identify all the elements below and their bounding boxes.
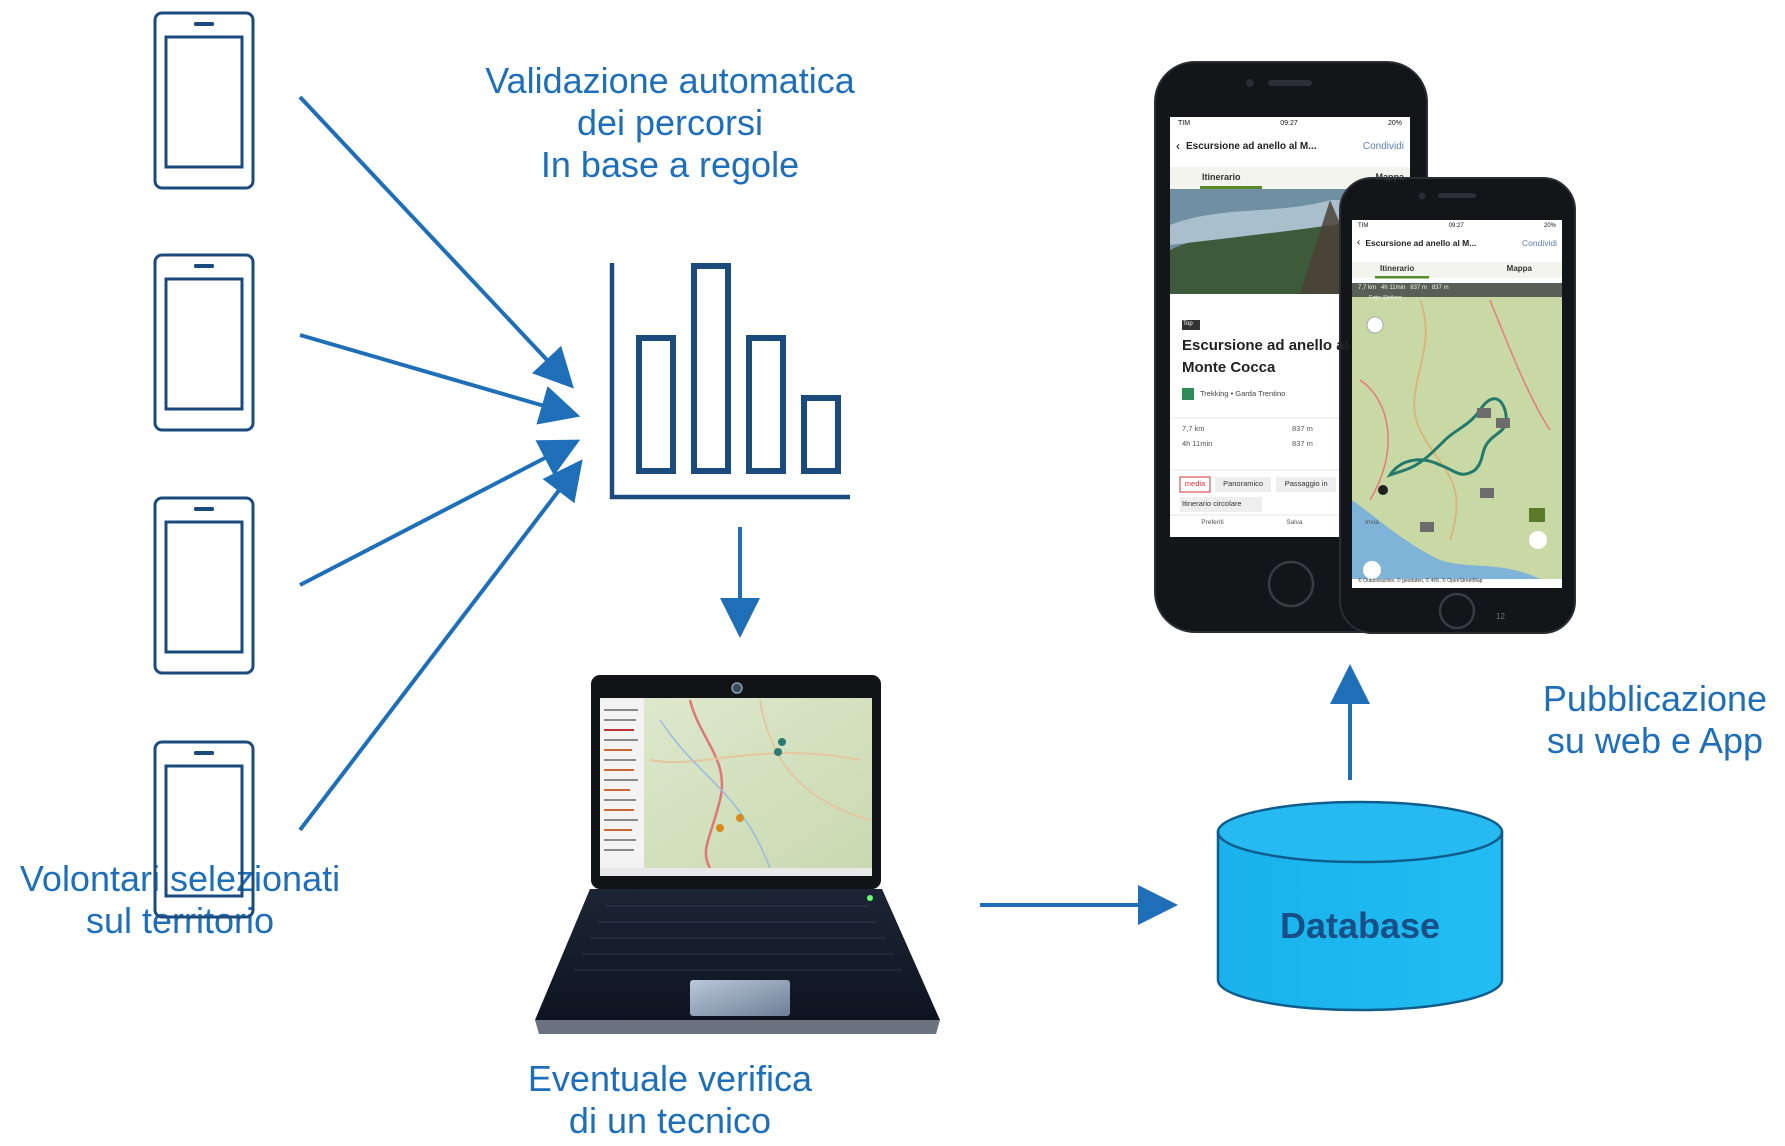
technician-label-line1: Eventuale verifica <box>527 1058 813 1099</box>
back-chevron-left-icon[interactable]: ‹ <box>1176 139 1180 153</box>
arrow-tablet4-to-chart <box>298 459 583 832</box>
front-status-time: 09:27 <box>1448 223 1464 229</box>
front-page-number: 12 <box>1496 612 1505 621</box>
front-status-carrier: TIM <box>1358 223 1369 229</box>
tablet-icon <box>153 496 255 675</box>
validation-label-line1: Validazione automatica <box>485 60 855 101</box>
technician-label-line2: di un tecnico <box>568 1100 772 1142</box>
database-icon <box>1216 800 1504 1012</box>
publication-label-line2: su web e App <box>1546 720 1764 762</box>
volunteers-label: Volontari selezionati sul territorio <box>0 858 360 942</box>
back-stat-time: 4h 11min <box>1182 439 1213 448</box>
front-phone-text: TIM 09:27 20% ‹ Escursione ad anello al … <box>1352 220 1562 588</box>
back-route-title-line1: Escursione ad anello al <box>1182 337 1349 354</box>
validation-label-line2: dei percorsi <box>576 102 764 144</box>
back-stat-descent: 837 m <box>1292 439 1313 448</box>
back-tab-itinerario[interactable]: Itinerario <box>1202 172 1241 182</box>
publication-label-line1: Pubblicazione <box>1542 678 1768 719</box>
database-label: Database <box>1279 905 1441 946</box>
front-status-battery: 20% <box>1543 223 1556 229</box>
laptop-icon <box>535 675 940 1034</box>
back-tag-media: media <box>1184 479 1206 488</box>
back-tag-passaggio: Passaggio in <box>1284 479 1328 488</box>
front-stats-bar: 7,7 km 4h 11min 837 m 837 m <box>1358 285 1449 291</box>
back-stat-ascent: 837 m <box>1292 424 1313 433</box>
front-tab-mappa[interactable]: Mappa <box>1506 264 1532 273</box>
back-photo-credit: Foto: Stefano <box>1368 295 1402 301</box>
front-chevron-left-icon[interactable]: ‹ <box>1357 237 1361 248</box>
arrow-tablet2-to-chart <box>299 333 581 425</box>
back-phone-text: TIM 09:27 20% ‹ Escursione ad anello al … <box>1170 117 1410 537</box>
back-status-battery: 20% <box>1387 120 1402 127</box>
publication-label: Pubblicazione su web e App <box>1510 678 1785 762</box>
front-tab-itinerario[interactable]: Itinerario <box>1380 264 1415 273</box>
tablet-icon <box>153 253 255 432</box>
back-nav-preferiti[interactable]: Preferiti <box>1201 519 1224 526</box>
back-status-time: 09:27 <box>1280 120 1298 127</box>
back-badge-top: Top <box>1183 321 1193 327</box>
volunteers-label-line1: Volontari selezionati <box>19 858 341 899</box>
back-route-category: Trekking • Garda Trentino <box>1200 389 1286 398</box>
arrow-tablet3-to-chart <box>299 439 581 587</box>
arrow-tablet1-to-chart <box>298 95 574 389</box>
front-map-attribution: © Outdooractive, © geodaten, © 4t%, © Op… <box>1358 578 1483 584</box>
bar-chart-icon <box>609 263 850 500</box>
tablet-icon <box>153 740 255 919</box>
back-stat-distance: 7,7 km <box>1182 424 1205 433</box>
back-nav-invia[interactable]: Invia <box>1365 519 1379 526</box>
back-tag-circolare: Itinerario circolare <box>1182 499 1242 508</box>
front-share-button[interactable]: Condividi <box>1522 237 1557 248</box>
tablet-icon <box>153 11 255 190</box>
back-nav-salva[interactable]: Salva <box>1286 519 1303 526</box>
technician-label: Eventuale verifica di un tecnico <box>480 1058 860 1142</box>
phone-front <box>1339 177 1576 634</box>
back-route-title-line2: Monte Cocca <box>1182 358 1276 376</box>
validation-label-line3: In base a regole <box>540 144 800 186</box>
back-share-button[interactable]: Condividi <box>1362 140 1404 152</box>
back-status-carrier: TIM <box>1178 120 1191 127</box>
front-header-title: Escursione ad anello al M... <box>1365 237 1477 248</box>
back-tab-mappa[interactable]: Mappa <box>1375 172 1404 182</box>
validation-label: Validazione automatica dei percorsi In b… <box>470 60 870 186</box>
back-tag-panoramico: Panoramico <box>1223 479 1264 488</box>
back-header-title: Escursione ad anello al M... <box>1186 140 1317 152</box>
volunteers-label-line2: sul territorio <box>85 900 275 942</box>
